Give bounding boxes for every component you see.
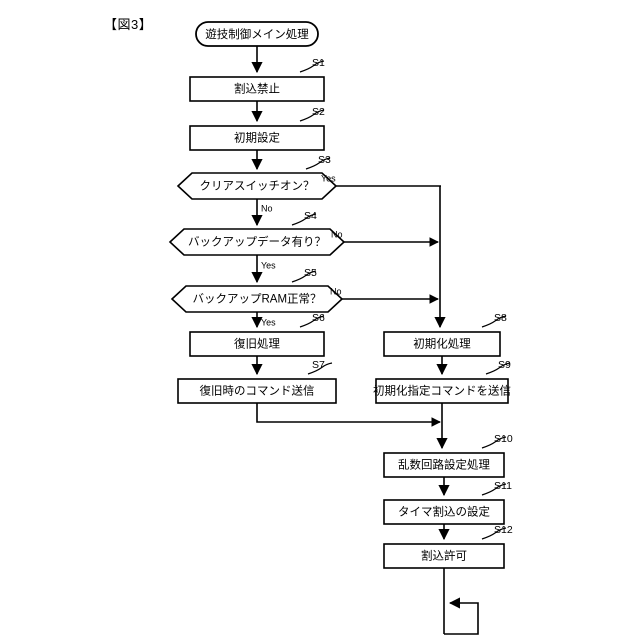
step-label-s7: S7 [312,359,325,371]
branch-label-s3-no: No [261,203,273,213]
node-s4-label: バックアップデータ有り？ [188,235,326,249]
step-label-s5: S5 [304,267,317,279]
step-label-s1: S1 [312,57,325,69]
leader-s10 [481,436,507,449]
leader-s9 [485,362,511,375]
edge-s12-self-loop [444,597,479,635]
node-start-label: 遊技制御メイン処理 [205,27,309,41]
step-label-s9: S9 [498,359,511,371]
node-s6-label: 復旧処理 [234,337,280,351]
node-s5-label: バックアップRAM正常？ [192,293,321,306]
branch-label-s4-no: No [331,229,343,239]
node-s7[interactable]: 復旧時のコマンド送信 [177,378,337,404]
leader-s4 [291,213,317,226]
node-s12[interactable]: 割込許可 [383,543,505,569]
step-label-s12: S12 [494,524,513,536]
node-s11-label: タイマ割込の設定 [398,505,490,519]
leader-s11 [481,483,507,496]
node-start-terminal[interactable]: 遊技制御メイン処理 [195,21,319,47]
step-label-s11: S11 [494,480,512,492]
node-s2[interactable]: 初期設定 [189,125,325,151]
node-s8-label: 初期化処理 [413,337,471,351]
leader-s7 [307,362,333,375]
node-s10[interactable]: 乱数回路設定処理 [383,452,505,478]
leader-s5 [291,270,317,283]
node-s9[interactable]: 初期化指定コマンドを送信 [373,378,511,404]
branch-label-s3-yes: Yes [321,173,336,183]
branch-label-s5-yes: Yes [261,317,276,327]
edge-s7-to-right-trunk [256,403,441,427]
leader-s3 [305,157,331,170]
node-s8[interactable]: 初期化処理 [383,331,501,357]
leader-s6 [299,315,325,328]
node-s10-label: 乱数回路設定処理 [398,458,490,472]
node-s7-label: 復旧時のコマンド送信 [200,384,315,398]
leader-s8 [481,315,507,328]
node-s4-decision[interactable]: バックアップデータ有り？ [168,228,346,256]
node-s1-label: 割込禁止 [234,82,280,96]
node-s6[interactable]: 復旧処理 [189,331,325,357]
node-s9-label: 初期化指定コマンドを送信 [373,384,511,398]
step-label-s6: S6 [312,312,325,324]
node-s3-decision[interactable]: クリアスイッチオン？ [176,172,338,200]
figure-number-label: 【図3】 [104,17,153,32]
step-label-s3: S3 [318,154,331,166]
leader-s2 [299,109,325,122]
node-s1[interactable]: 割込禁止 [189,76,325,102]
node-s11[interactable]: タイマ割込の設定 [383,499,505,525]
step-label-s4: S4 [304,210,317,222]
node-s12-label: 割込許可 [421,549,467,563]
step-label-s2: S2 [312,106,325,118]
step-label-s8: S8 [494,312,507,324]
branch-label-s5-no: No [330,286,342,296]
step-label-s10: S10 [494,433,513,445]
leader-s1 [299,60,325,73]
node-s5-decision[interactable]: バックアップRAM正常？ [170,285,344,313]
node-s2-label: 初期設定 [234,131,280,145]
leader-s12 [481,527,507,540]
node-s3-label: クリアスイッチオン？ [200,180,315,193]
branch-label-s4-yes: Yes [261,260,276,270]
